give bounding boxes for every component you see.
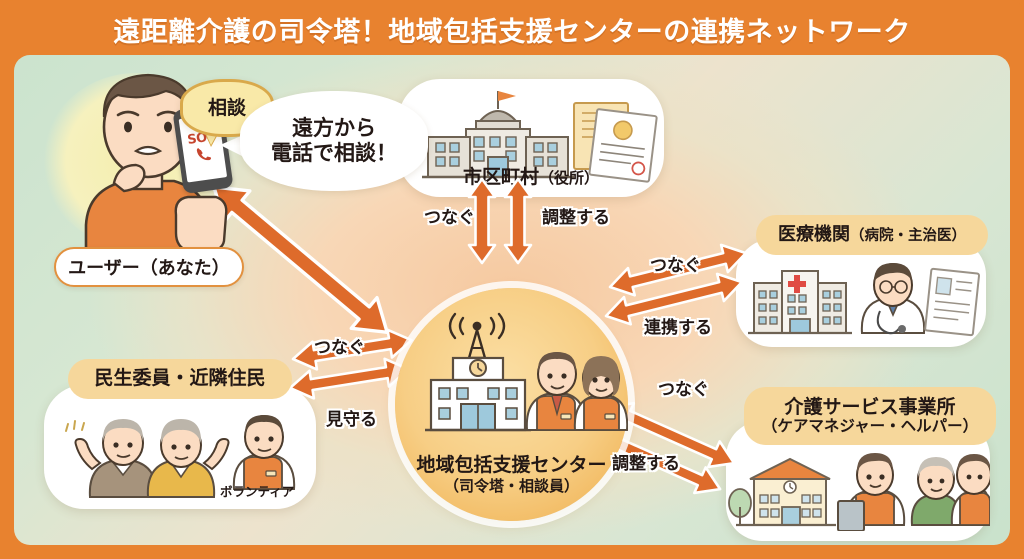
hub-illustration [425, 312, 628, 432]
arrow-label-care-bottom: 調整する [612, 454, 680, 474]
arrow-hub-medical-bottom [604, 272, 744, 326]
node-hub-support-center[interactable]: 地域包括支援センター （司令塔・相談員） [395, 288, 628, 521]
municipality-caption-sub: （役所） [539, 169, 600, 187]
care-manager-icon [837, 453, 906, 531]
phone-consult-line1: 遠方から [292, 115, 376, 140]
arrow-hub-medical-top [608, 243, 748, 297]
helper-icon [950, 454, 990, 526]
arrow-label-community-bottom: 見守る [326, 410, 377, 430]
care-facility-building-icon [728, 457, 836, 527]
diagram-canvas: .ar{fill:#DE6B2B;stroke:#ffffff;stroke-w… [14, 55, 1010, 545]
medical-caption-main: 医療機関 [778, 223, 850, 245]
medical-caption-sub: （病院・主治医） [850, 227, 966, 244]
medical-records-icon [924, 267, 981, 337]
elderly-woman-waving-icon [146, 419, 230, 498]
staff-male-icon [525, 352, 587, 431]
antenna-building-icon [448, 312, 506, 340]
hub-name: 地域包括支援センター [416, 454, 607, 477]
user-label-pill: ユーザー（あなた） [54, 247, 244, 287]
hub-caption: 地域包括支援センター （司令塔・相談員） [395, 454, 628, 495]
arrow-label-community-top: つなぐ [314, 338, 365, 358]
user-label: ユーザー（あなた） [68, 258, 230, 279]
care-service-illustration [728, 453, 990, 531]
medical-illustration [748, 263, 981, 337]
care-service-caption-main: 介護サービス事業所 [784, 395, 956, 418]
official-document-icon [573, 102, 658, 183]
arrow-label-municipality-left: つなぐ [424, 208, 475, 228]
medical-caption: 医療機関（病院・主治医） [756, 215, 988, 255]
arrow-label-care-top: つなぐ [658, 380, 709, 400]
phone-handset-icon [196, 148, 211, 161]
volunteer-icon [232, 415, 296, 490]
staff-female-icon [573, 356, 628, 431]
arrow-hub-community-top [291, 328, 413, 371]
page-title-bar: 遠距離介護の司令塔！地域包括支援センターの連携ネットワーク [0, 0, 1024, 58]
phone-consult-line2: 電話で相談！ [271, 141, 397, 165]
hub-subtitle: （司令塔・相談員） [443, 477, 579, 495]
node-care-service[interactable]: 介護サービス事業所 （ケアマネジャー・ヘルパー） [726, 387, 996, 541]
hospital-building-icon [748, 270, 852, 335]
volunteer-label: ボランティア [220, 484, 295, 499]
arrow-hub-municipality-right [503, 177, 533, 265]
care-service-caption-sub: （ケアマネジャー・ヘルパー） [761, 416, 979, 435]
care-service-caption: 介護サービス事業所 （ケアマネジャー・ヘルパー） [744, 387, 996, 445]
node-community[interactable]: ボランティア 民生委員・近隣住民 [44, 359, 316, 509]
phone-consult-bubble: 遠方から 電話で相談！ [240, 91, 428, 191]
arrow-hub-municipality-left [467, 177, 497, 265]
page-title: 遠距離介護の司令塔！地域包括支援センターの連携ネットワーク [113, 16, 911, 48]
node-medical[interactable]: 医療機関（病院・主治医） [736, 215, 988, 347]
elderly-man-waving-icon [65, 419, 158, 498]
city-hall-building-icon [422, 91, 658, 183]
consult-bubble-small-text: 相談 [207, 96, 246, 119]
community-caption: 民生委員・近隣住民 [68, 359, 292, 399]
arrow-label-municipality-right: 調整する [542, 208, 610, 228]
community-caption-main: 民生委員・近隣住民 [94, 367, 266, 390]
arrow-label-medical-bottom: 連携する [644, 318, 712, 338]
doctor-icon [860, 263, 926, 335]
connector-arrows: .ar{fill:#DE6B2B;stroke:#ffffff;stroke-w… [212, 177, 748, 495]
community-illustration [65, 415, 296, 498]
arrow-label-medical-top: つなぐ [650, 256, 701, 276]
